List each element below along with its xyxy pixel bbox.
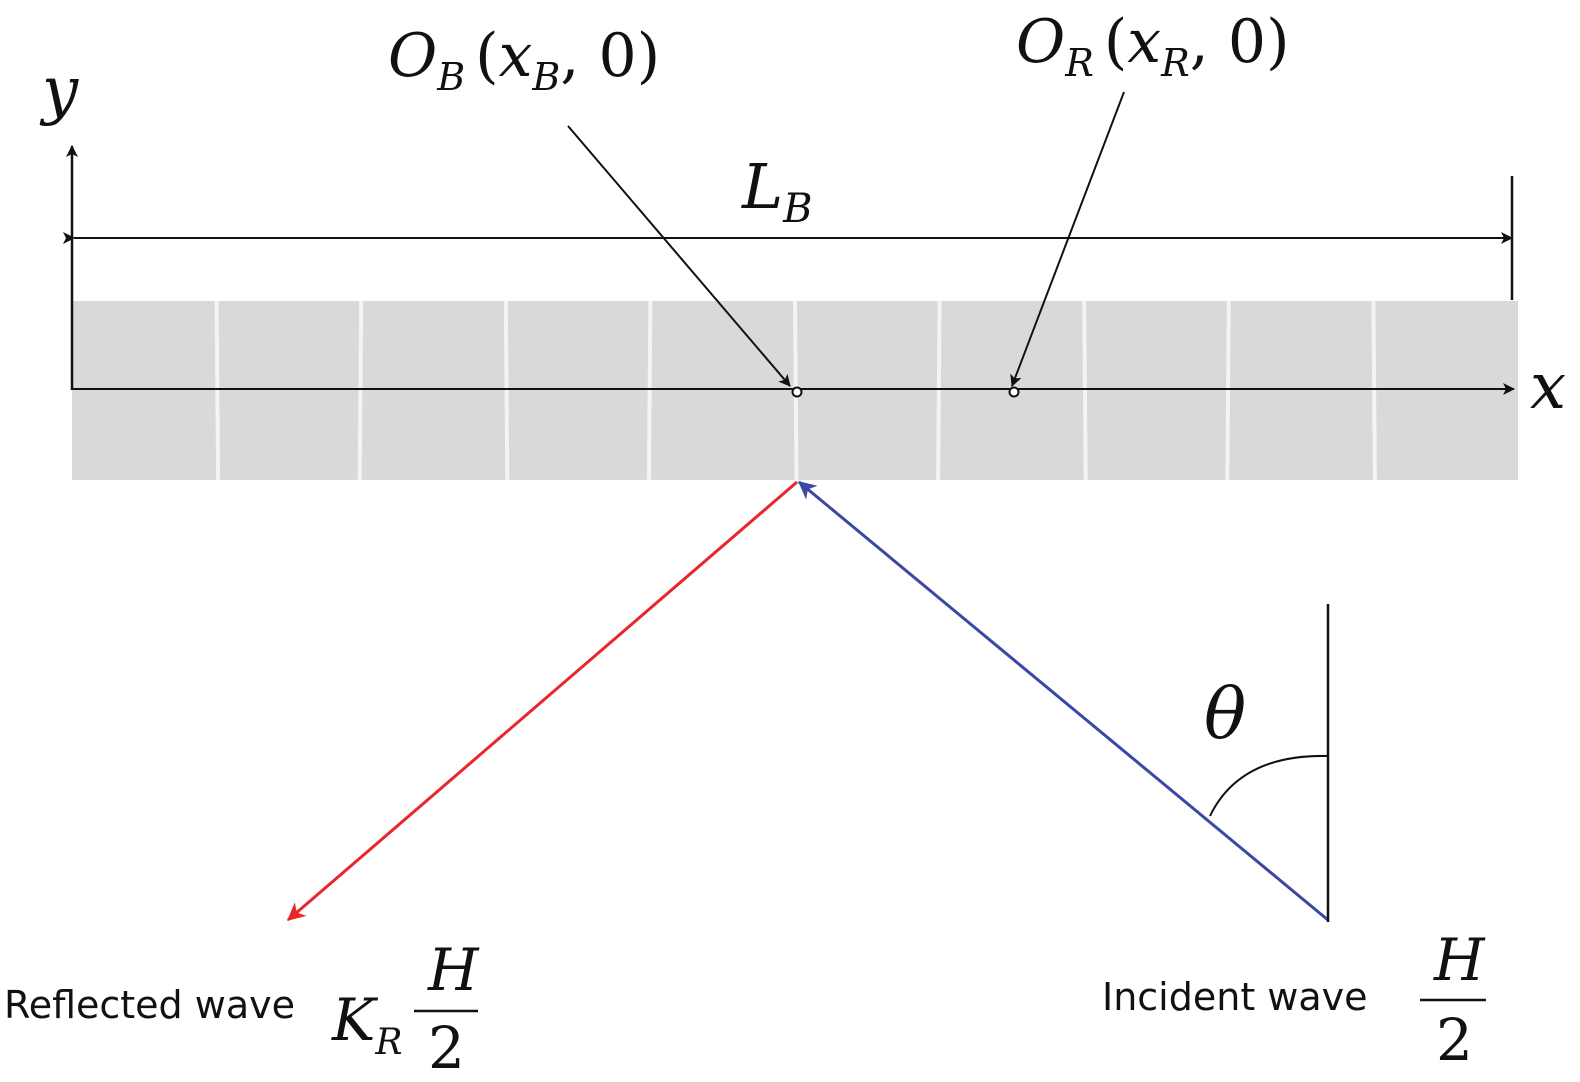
leader-arrow-or [1010,91,1125,387]
incident-fraction-numerator: H [1433,926,1486,994]
breakwater-block-joint [503,300,510,481]
reflected-fraction-numerator: H [427,936,480,1004]
y-axis-label: y [39,54,79,128]
point-ob-marker [791,386,803,398]
reflected-wave-ray [287,480,798,922]
breakwater [72,300,1518,481]
breakwater-block-joint [936,300,942,481]
breakwater-block-joint [1371,300,1377,481]
point-or-marker [1008,386,1020,398]
point-ob-label: OB(xB, 0) [388,21,660,99]
breakwater-block-joint [1225,300,1231,481]
reflected-wave-label: Reflected wave [4,983,295,1027]
incident-fraction-denominator: 2 [1436,1006,1473,1074]
x-axis-label: x [1530,350,1566,424]
length-dimension [63,176,1514,300]
point-or-label: OR(xR, 0) [1016,7,1289,85]
breakwater-block-joint [357,300,364,481]
breakwater-block-joint [1082,300,1088,481]
breakwater-block-joint [214,300,221,481]
angle-arc [1209,754,1329,817]
angle-label: θ [1204,673,1246,755]
length-label: LB [741,150,813,232]
leader-arrow-ob [567,125,791,387]
reflected-fraction-denominator: 2 [428,1014,465,1082]
breakwater-block-joint [646,300,653,481]
incident-wave-ray [798,480,1329,922]
reflected-coefficient: KR [331,986,402,1063]
incident-wave-label: Incident wave [1102,975,1368,1019]
